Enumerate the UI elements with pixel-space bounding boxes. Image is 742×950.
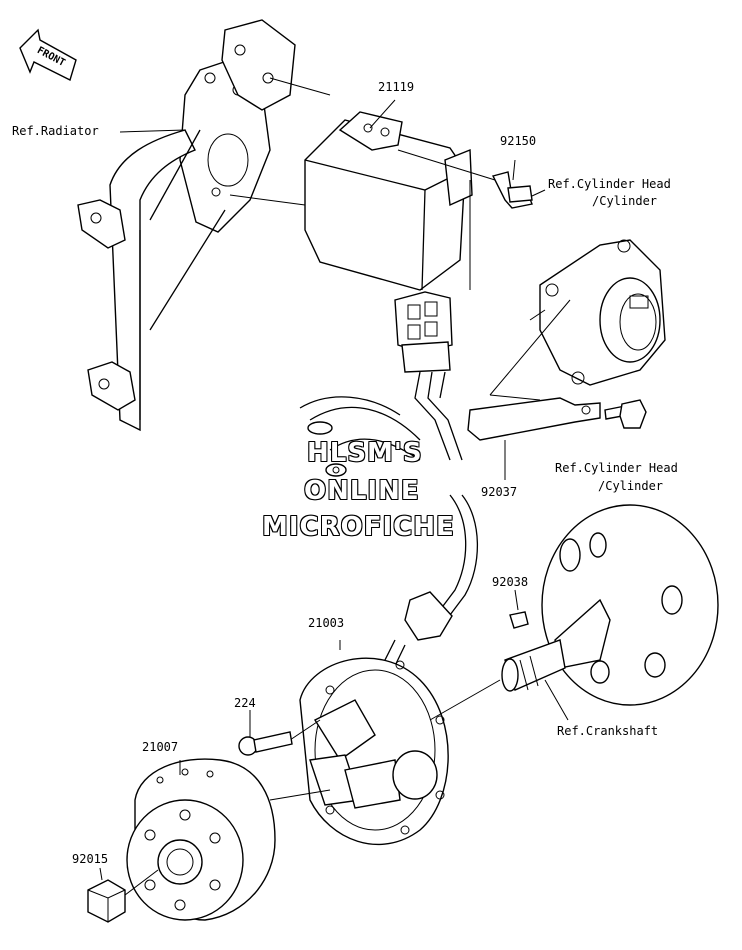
label-ref-cylinder-head-2: Ref.Cylinder Head	[555, 461, 678, 475]
leader-crankshaft	[544, 679, 569, 721]
front-arrow-icon: FRONT	[19, 28, 77, 81]
cdi-unit	[304, 111, 473, 291]
label-92015: 92015	[72, 852, 109, 866]
label-ref-cylinder-1: /Cylinder	[592, 194, 658, 208]
key-92038	[509, 589, 529, 629]
stator-plate	[269, 640, 501, 846]
label-21007: 21007	[142, 740, 179, 754]
nut-92015	[87, 867, 159, 923]
label-92150: 92150	[500, 134, 537, 148]
leader-lines-upper	[119, 77, 546, 290]
label-ref-cylinder-head-1: Ref.Cylinder Head	[548, 177, 671, 191]
bolt-cylinder-right	[604, 399, 647, 429]
watermark-line-1: HLSM'S	[307, 438, 423, 468]
watermark-line-3: MICROFICHE	[262, 512, 455, 542]
watermark-line-2: ONLINE	[304, 476, 420, 506]
cylinder-mount	[489, 239, 666, 396]
label-21003: 21003	[308, 616, 345, 630]
plate-92037	[467, 394, 601, 480]
crankshaft-flywheel	[501, 504, 719, 706]
bolt-92150	[491, 171, 533, 209]
screw-224	[238, 710, 293, 756]
label-ref-radiator: Ref.Radiator	[12, 124, 99, 138]
rotor-21007	[126, 758, 276, 921]
radiator-bracket	[77, 19, 296, 432]
wiring-harness	[299, 291, 479, 673]
label-21119: 21119	[378, 80, 415, 94]
label-224: 224	[234, 696, 256, 710]
label-ref-crankshaft: Ref.Crankshaft	[557, 724, 659, 738]
label-92037: 92037	[481, 485, 518, 499]
label-92038: 92038	[492, 575, 529, 589]
label-ref-cylinder-2: /Cylinder	[598, 479, 664, 493]
